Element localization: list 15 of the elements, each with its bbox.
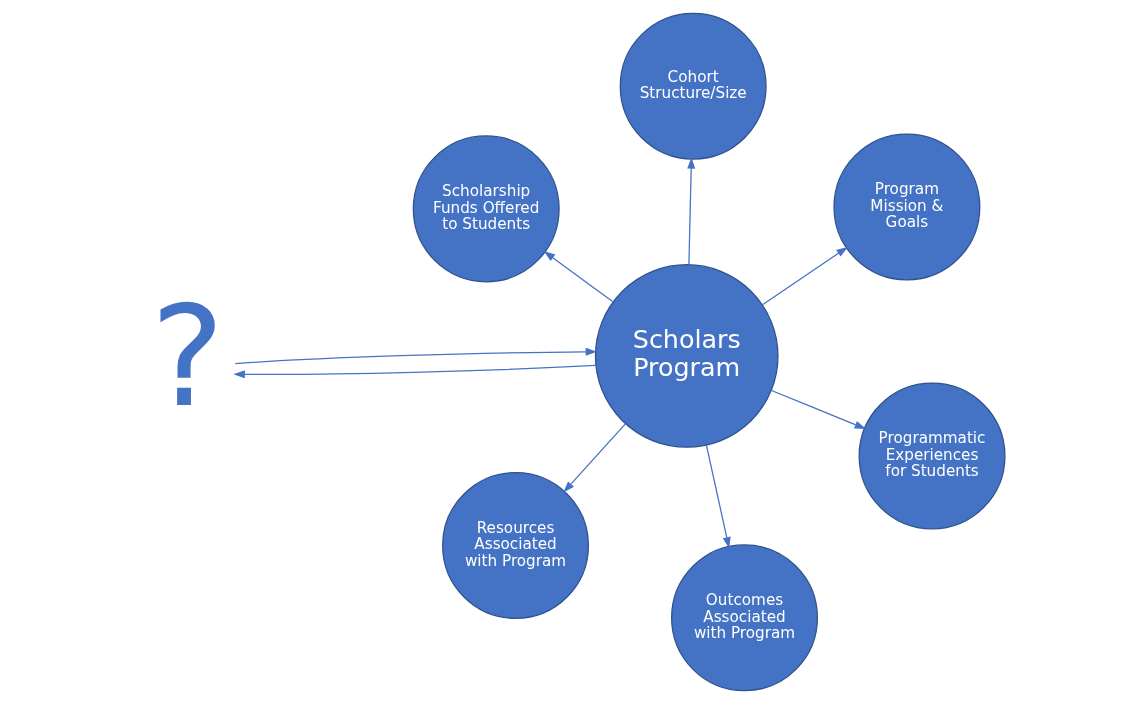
arrow (761, 246, 848, 306)
node-circle: Outcomes Associated with Program (671, 544, 819, 692)
node-circle: Scholars Program (594, 264, 779, 448)
arrow (234, 347, 598, 365)
node-circle: Scholarship Funds Offered to Students (412, 135, 560, 283)
node-circle: Resources Associated with Program (442, 471, 590, 619)
node-circle: Programmatic Experiences for Students (858, 382, 1006, 530)
arrow (233, 364, 596, 379)
node-circle: Cohort Structure/Size (619, 12, 767, 160)
arrow (563, 423, 627, 493)
arrow (705, 444, 731, 549)
arrow (770, 389, 867, 430)
arrow (687, 157, 696, 266)
node-text: ? (150, 276, 225, 439)
arrow (543, 251, 614, 303)
